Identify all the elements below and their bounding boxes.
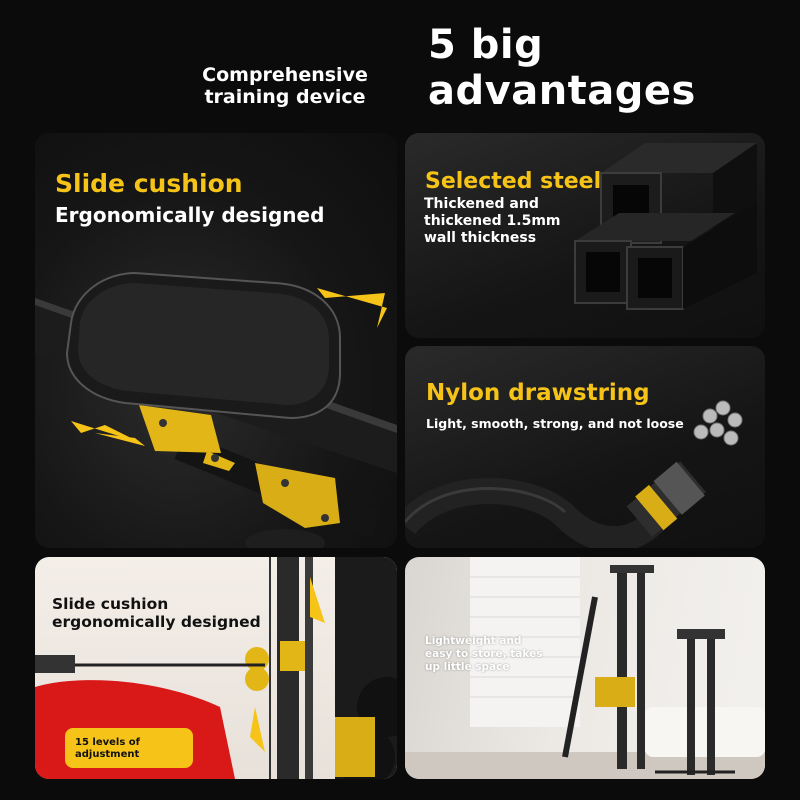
header-title-line1: 5 big (428, 22, 544, 68)
header-title: 5 big advantages (428, 22, 696, 114)
header-subtitle-line1: Comprehensive (202, 64, 368, 86)
steel-desc-line1: Thickened and (424, 196, 539, 212)
slide-cushion-title: Slide cushion (55, 169, 243, 198)
storage-line3: up little space (425, 661, 510, 673)
steel-tubes-illustration (574, 143, 757, 310)
storage-panel: Lightweight and easy to store, takes up … (405, 557, 765, 779)
steel-desc-line2: thickened 1.5mm (424, 213, 561, 229)
adjustment-badge: 15 levels of adjustment (65, 728, 193, 768)
storage-line2: easy to store, takes (425, 648, 543, 660)
cushion-demo-line2: ergonomically designed (52, 613, 261, 631)
selected-steel-description: Thickened and thickened 1.5mm wall thick… (424, 196, 584, 247)
cushion-demo-text: Slide cushion ergonomically designed (52, 595, 261, 631)
nylon-drawstring-panel: Nylon drawstring Light, smooth, strong, … (405, 346, 765, 548)
selected-steel-title: Selected steel (425, 169, 602, 194)
header-title-line2: advantages (428, 68, 696, 114)
header-subtitle-line2: training device (204, 86, 366, 108)
badge-line2: adjustment (75, 749, 140, 760)
cushion-demo-panel: Slide cushion ergonomically designed 15 … (35, 557, 397, 779)
cushion-demo-line1: Slide cushion (52, 595, 169, 613)
storage-photo (405, 557, 765, 779)
header-subtitle: Comprehensive training device (190, 64, 380, 108)
nylon-drawstring-title: Nylon drawstring (426, 380, 650, 406)
nylon-drawstring-description: Light, smooth, strong, and not loose (426, 416, 684, 431)
slide-cushion-subtitle: Ergonomically designed (55, 203, 325, 227)
badge-line1: 15 levels of (75, 737, 140, 748)
slide-cushion-panel: Slide cushion Ergonomically designed (35, 133, 397, 548)
storage-line1: Lightweight and (425, 635, 522, 647)
selected-steel-panel: Selected steel Thickened and thickened 1… (405, 133, 765, 338)
slide-cushion-illustration (35, 271, 397, 548)
drawstring-illustration (405, 400, 743, 548)
steel-desc-line3: wall thickness (424, 230, 537, 246)
storage-text: Lightweight and easy to store, takes up … (425, 635, 542, 674)
